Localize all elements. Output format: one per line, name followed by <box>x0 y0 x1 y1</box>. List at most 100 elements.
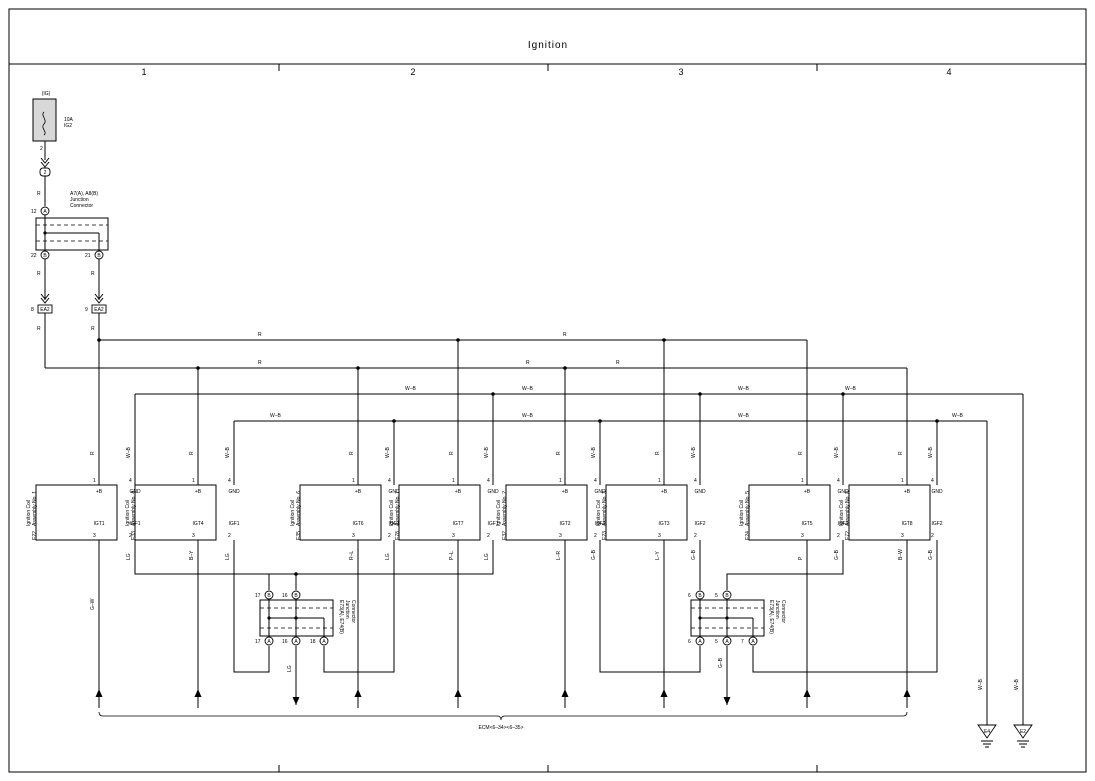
svg-text:W–B: W–B <box>978 679 984 691</box>
ground-e2: W–B E2 <box>1013 394 1033 748</box>
ground-e4: W–B E4 <box>977 421 997 748</box>
svg-text:A: A <box>43 209 47 215</box>
svg-text:IGT5: IGT5 <box>801 521 812 527</box>
svg-text:1: 1 <box>901 478 904 484</box>
svg-text:4: 4 <box>388 478 391 484</box>
svg-text:IGT4: IGT4 <box>192 521 203 527</box>
column-ruler: 1 2 3 4 <box>141 64 952 772</box>
svg-text:Assembly No. 6: Assembly No. 6 <box>296 491 302 526</box>
coil-box <box>748 484 831 541</box>
svg-text:16: 16 <box>282 639 288 645</box>
svg-text:IGF2: IGF2 <box>594 521 605 527</box>
svg-text:E23: E23 <box>602 531 608 540</box>
svg-text:22: 22 <box>31 253 37 259</box>
ecm-input-arrow-icon <box>660 689 668 697</box>
svg-text:R–L: R–L <box>349 551 355 560</box>
svg-text:3: 3 <box>559 533 562 539</box>
svg-text:LG: LG <box>385 553 391 560</box>
coil-box <box>605 484 688 541</box>
svg-text:W–B: W–B <box>591 447 597 459</box>
svg-text:G–B: G–B <box>834 549 840 560</box>
svg-text:IGT2: IGT2 <box>559 521 570 527</box>
svg-text:3: 3 <box>93 533 96 539</box>
svg-text:E73(A), E74(B): E73(A), E74(B) <box>768 600 774 634</box>
svg-text:W–B: W–B <box>126 447 132 459</box>
fuse-pin: 2 <box>40 146 43 152</box>
svg-text:L–Y: L–Y <box>655 550 661 560</box>
svg-text:1: 1 <box>192 478 195 484</box>
svg-text:21: 21 <box>85 253 91 259</box>
column-label-3: 3 <box>678 67 683 77</box>
svg-text:A: A <box>267 639 271 645</box>
svg-text:R: R <box>526 360 530 366</box>
svg-text:Ignition Coil: Ignition Coil <box>389 500 395 526</box>
svg-text:W–B: W–B <box>522 413 534 419</box>
fuse-amp: 10A <box>64 117 74 123</box>
svg-text:E73(A), E74(B): E73(A), E74(B) <box>338 600 344 634</box>
svg-text:2: 2 <box>388 533 391 539</box>
svg-text:EA2: EA2 <box>94 307 104 313</box>
svg-text:Ignition Coil: Ignition Coil <box>739 500 745 526</box>
ecm-input-arrow-icon <box>561 689 569 697</box>
svg-text:IGT7: IGT7 <box>452 521 463 527</box>
svg-text:Junction: Junction <box>344 600 350 619</box>
svg-text:W–B: W–B <box>738 413 750 419</box>
ecm-bracket <box>98 711 908 721</box>
svg-text:5: 5 <box>715 593 718 599</box>
svg-text:Ignition Coil: Ignition Coil <box>290 500 296 526</box>
svg-text:+B: +B <box>355 489 362 495</box>
svg-text:R: R <box>898 451 904 455</box>
svg-text:Assembly No. 8: Assembly No. 8 <box>845 491 851 526</box>
svg-text:4: 4 <box>837 478 840 484</box>
svg-text:E2: E2 <box>1020 729 1026 735</box>
svg-text:R: R <box>189 451 195 455</box>
svg-text:EA2: EA2 <box>40 307 50 313</box>
svg-text:4: 4 <box>594 478 597 484</box>
coil-box <box>398 484 481 541</box>
svg-text:1: 1 <box>93 478 96 484</box>
svg-text:W–B: W–B <box>1014 679 1020 691</box>
svg-text:W–B: W–B <box>405 386 417 392</box>
column-label-1: 1 <box>141 67 146 77</box>
svg-text:A: A <box>751 639 755 645</box>
connector-chevron-icon <box>40 293 50 304</box>
svg-text:Connector: Connector <box>70 203 93 209</box>
power-bus-r: R R R R R <box>45 332 907 370</box>
svg-text:6: 6 <box>688 593 691 599</box>
svg-text:LG: LG <box>126 553 132 560</box>
svg-text:7: 7 <box>741 639 744 645</box>
fuse-icon <box>42 111 46 136</box>
svg-text:Junction: Junction <box>70 197 89 203</box>
svg-text:GND: GND <box>694 489 706 495</box>
ecm-input-arrow-icon <box>354 689 362 697</box>
svg-text:R: R <box>616 360 620 366</box>
svg-text:W–B: W–B <box>522 386 534 392</box>
svg-text:2: 2 <box>487 533 490 539</box>
svg-text:17: 17 <box>255 593 261 599</box>
svg-text:R: R <box>449 451 455 455</box>
svg-text:LG: LG <box>484 553 490 560</box>
svg-text:A: A <box>322 639 326 645</box>
svg-text:4: 4 <box>129 478 132 484</box>
ecm-terminal-arrows <box>95 689 911 708</box>
connector-chevron-icon <box>40 157 50 168</box>
diagram-title: Ignition <box>528 40 568 51</box>
ecm-input-arrow-icon <box>194 689 202 697</box>
svg-text:B: B <box>43 253 47 259</box>
svg-text:R: R <box>90 451 96 455</box>
svg-text:2: 2 <box>931 533 934 539</box>
svg-text:3: 3 <box>452 533 455 539</box>
svg-text:W–B: W–B <box>928 447 934 459</box>
svg-text:G–B: G–B <box>591 549 597 560</box>
svg-text:9: 9 <box>85 307 88 313</box>
svg-text:W–B: W–B <box>738 386 750 392</box>
svg-text:GND: GND <box>487 489 499 495</box>
svg-text:R: R <box>349 451 355 455</box>
svg-text:GND: GND <box>228 489 240 495</box>
